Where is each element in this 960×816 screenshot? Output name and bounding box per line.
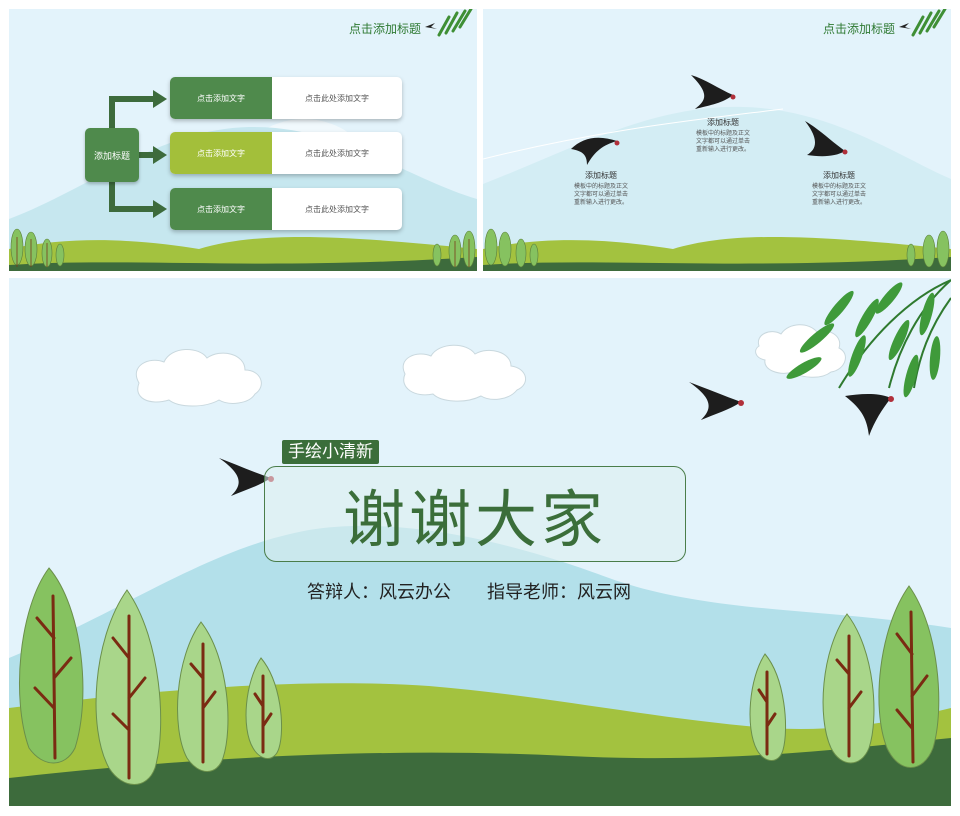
slide-main-thankyou[interactable]: 手绘小清新 谢谢大家 答辩人：风云办公 指导老师：风云网 — [9, 278, 951, 806]
hub-title-box[interactable]: 添加标题 — [85, 128, 139, 182]
row-text[interactable]: 点击此处添加文字 — [305, 204, 369, 214]
subtitle-tag[interactable]: 手绘小清新 — [282, 440, 379, 464]
diagram-row-1[interactable]: 点击添加文字 点击此处添加文字 — [170, 77, 402, 119]
text-block-1[interactable]: 添加标题 模板中的标题及正文文字都可以通过单击重新输入进行更改。 — [561, 170, 641, 207]
row-label[interactable]: 点击添加文字 — [170, 77, 272, 119]
text-block-title: 添加标题 — [707, 118, 739, 127]
slide1-corner-title[interactable]: 点击添加标题 — [348, 22, 421, 36]
row-label[interactable]: 点击添加文字 — [170, 132, 272, 174]
slide3-landscape — [9, 279, 951, 806]
text-block-body: 模板中的标题及正文文字都可以通过单击重新输入进行更改。 — [573, 183, 628, 206]
title-box[interactable]: 谢谢大家 — [264, 466, 686, 562]
diagram-row-3[interactable]: 点击添加文字 点击此处添加文字 — [170, 188, 402, 230]
slide-thumbnail-2[interactable]: 点击添加标题 添加标题 模板中的标题及正文文字都可以通过单击重新输入进行更改。 … — [483, 9, 951, 271]
text-block-title: 添加标题 — [585, 171, 617, 180]
presenter-text[interactable]: 答辩人：风云办公 — [307, 582, 451, 603]
row-label[interactable]: 点击添加文字 — [170, 188, 272, 230]
text-block-body: 模板中的标题及正文文字都可以通过单击重新输入进行更改。 — [811, 183, 866, 206]
slide-thumbnail-1[interactable]: 点击添加标题 添加标题 点击添加文字 点击此处添加文字 点击添加文字 点击此处添… — [9, 9, 477, 271]
diagram-row-2[interactable]: 点击添加文字 点击此处添加文字 — [170, 132, 402, 174]
text-block-body: 模板中的标题及正文文字都可以通过单击重新输入进行更改。 — [695, 130, 750, 153]
text-block-3[interactable]: 添加标题 模板中的标题及正文文字都可以通过单击重新输入进行更改。 — [799, 170, 879, 207]
row-text[interactable]: 点击此处添加文字 — [305, 93, 369, 103]
slide2-landscape — [483, 9, 951, 271]
row-text[interactable]: 点击此处添加文字 — [305, 148, 369, 158]
slide2-corner-title[interactable]: 点击添加标题 — [822, 22, 895, 36]
text-block-title: 添加标题 — [823, 171, 855, 180]
main-title: 谢谢大家 — [342, 483, 607, 556]
advisor-text[interactable]: 指导老师：风云网 — [487, 582, 631, 603]
text-block-2[interactable]: 添加标题 模板中的标题及正文文字都可以通过单击重新输入进行更改。 — [683, 117, 763, 154]
